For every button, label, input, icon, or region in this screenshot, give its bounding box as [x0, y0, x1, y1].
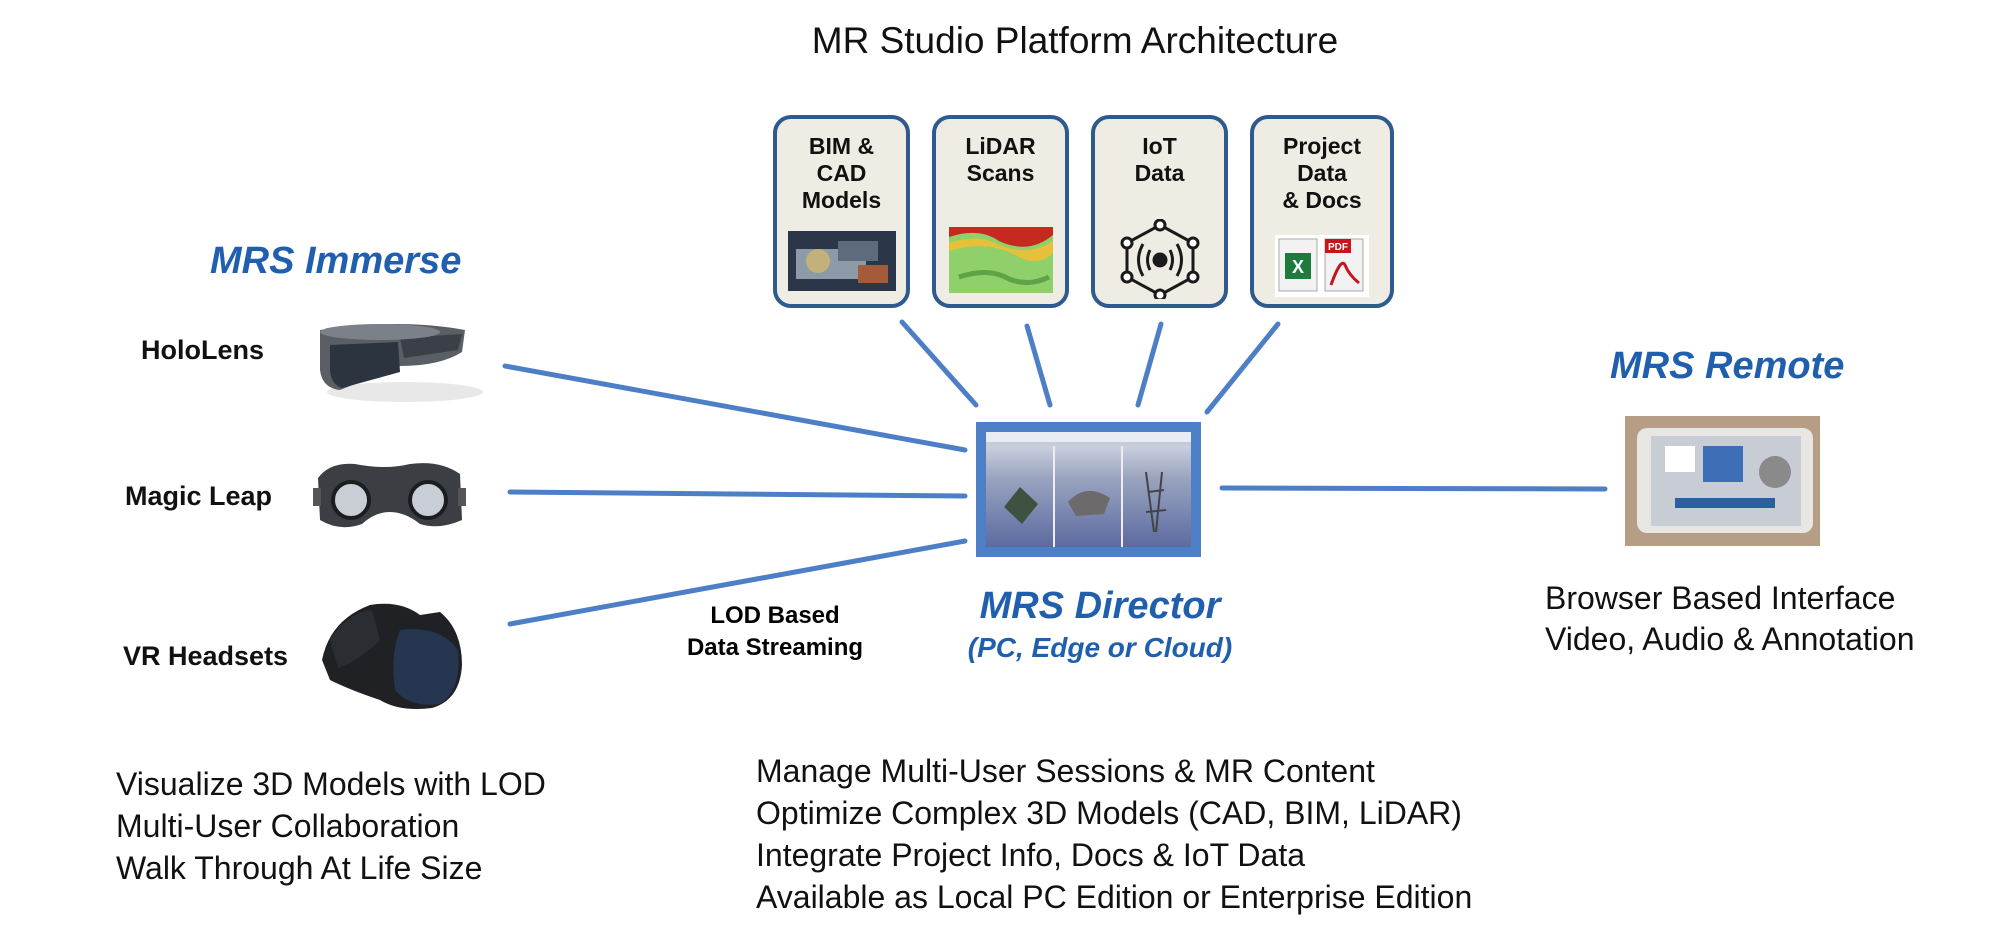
- director-screenshot: [976, 422, 1201, 557]
- feature-item: Integrate Project Info, Docs & IoT Data: [756, 837, 1306, 873]
- feature-item: Manage Multi-User Sessions & MR Content: [756, 753, 1375, 789]
- remote-features: Browser Based Interface Video, Audio & A…: [1545, 578, 1915, 660]
- immerse-features: Visualize 3D Models with LOD Multi-User …: [116, 763, 546, 889]
- svg-text:X: X: [1292, 257, 1304, 277]
- hololens-connector: [502, 363, 968, 453]
- remote-connector: [1219, 485, 1608, 492]
- tablet-icon: [1637, 428, 1813, 533]
- feature-item: Multi-User Collaboration: [116, 808, 460, 844]
- feature-item: Optimize Complex 3D Models (CAD, BIM, Li…: [756, 795, 1462, 831]
- iot-network-icon: [1120, 219, 1199, 299]
- feature-item: Visualize 3D Models with LOD: [116, 766, 546, 802]
- svg-text:PDF: PDF: [1328, 242, 1348, 253]
- director-heading: MRS Director: [979, 585, 1221, 627]
- device-label-vr-headsets: VR Headsets: [123, 641, 289, 671]
- feature-item: Walk Through At Life Size: [116, 850, 483, 886]
- device-label-hololens: HoloLens: [141, 335, 265, 365]
- vr-connector: [507, 538, 968, 627]
- bim-connector: [899, 319, 979, 408]
- docs-connector: [1204, 321, 1281, 415]
- director-subheading: (PC, Edge or Cloud): [967, 632, 1233, 663]
- feature-item: Available as Local PC Edition or Enterpr…: [756, 879, 1473, 915]
- lidar-terrain-image: [948, 227, 1053, 293]
- magicleap-connector: [507, 489, 968, 499]
- iot-connector: [1135, 321, 1164, 408]
- director-features: Manage Multi-User Sessions & MR Content …: [756, 750, 1472, 918]
- immerse-heading: MRS Immerse: [210, 240, 462, 282]
- diagram-title: MR Studio Platform Architecture: [811, 20, 1339, 61]
- device-label-magic-leap: Magic Leap: [125, 481, 273, 511]
- feature-item: Video, Audio & Annotation: [1545, 621, 1915, 657]
- cad-model-image: [787, 231, 896, 291]
- feature-item: Browser Based Interface: [1545, 580, 1896, 616]
- excel-pdf-icons: X PDF: [1275, 235, 1369, 297]
- lidar-connector: [1024, 323, 1053, 408]
- director-ui-thumbnail: [986, 432, 1191, 547]
- remote-tablet-image: [1625, 416, 1820, 546]
- remote-heading: MRS Remote: [1610, 345, 1845, 387]
